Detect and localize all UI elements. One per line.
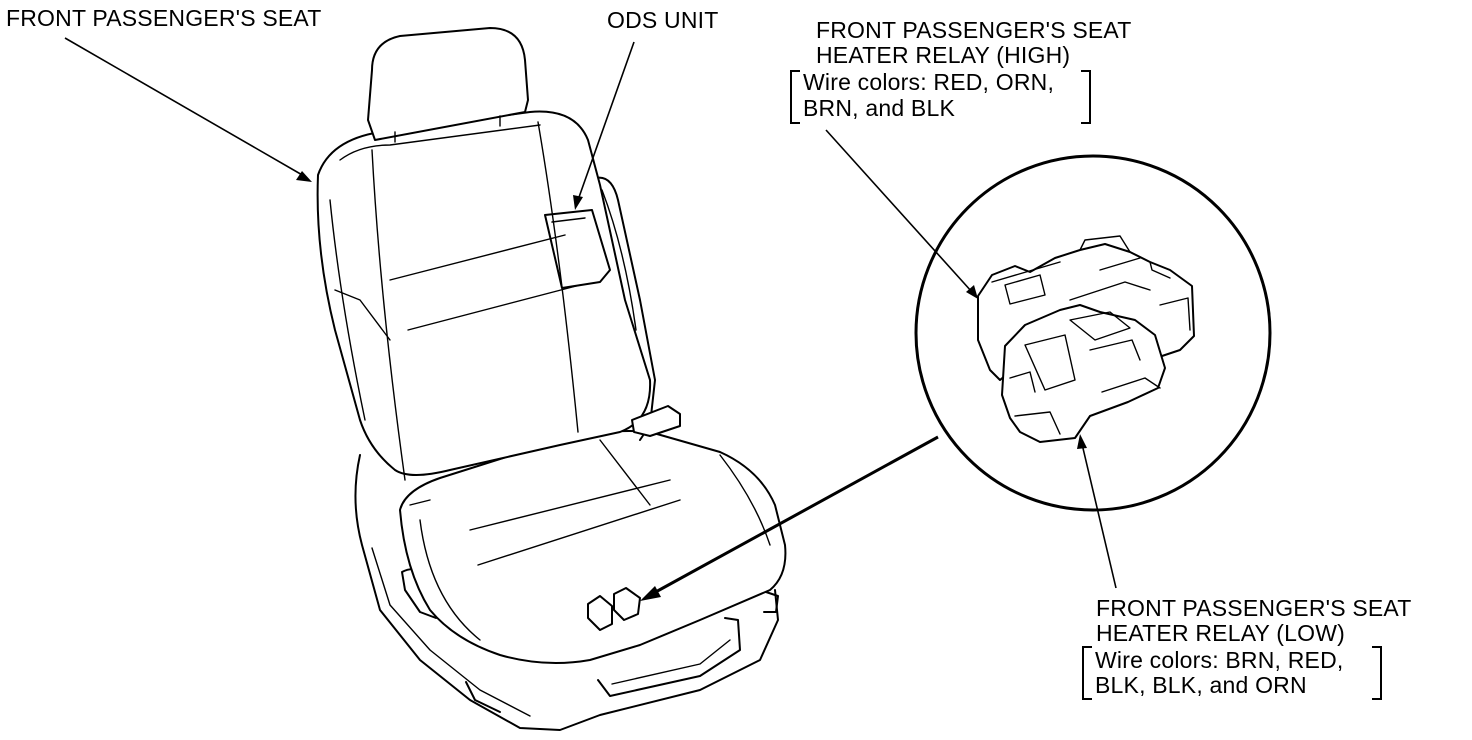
relay-low-wire-colors-line1: Wire colors: BRN, RED, — [1095, 647, 1344, 673]
relay-high-title-line1: FRONT PASSENGER'S SEAT — [816, 17, 1132, 43]
ods-unit-label: ODS UNIT — [607, 7, 719, 33]
relay-low-title-line2: HEATER RELAY (LOW) — [1096, 620, 1345, 646]
relay-connector-icon — [977, 235, 1195, 443]
relay-high-wire-colors-line2: BRN, and BLK — [803, 95, 955, 121]
relay-low-bracket-right — [1372, 646, 1382, 700]
front-passenger-seat-label: FRONT PASSENGER'S SEAT — [6, 5, 322, 31]
seat-illustration — [316, 27, 787, 731]
relay-low-wire-colors-line2: BLK, BLK, and ORN — [1095, 672, 1307, 698]
relay-on-seat — [587, 587, 641, 631]
leader-lines — [64, 37, 1117, 601]
relay-high-bracket-left — [790, 70, 800, 124]
relay-low-bracket-left — [1082, 646, 1092, 700]
relay-low-title-line1: FRONT PASSENGER'S SEAT — [1096, 595, 1412, 621]
relay-high-title-line2: HEATER RELAY (HIGH) — [816, 42, 1071, 68]
relay-high-wire-colors-line1: Wire colors: RED, ORN, — [803, 69, 1055, 95]
relay-high-bracket-right — [1081, 70, 1091, 124]
magnified-detail-circle — [914, 154, 1272, 512]
